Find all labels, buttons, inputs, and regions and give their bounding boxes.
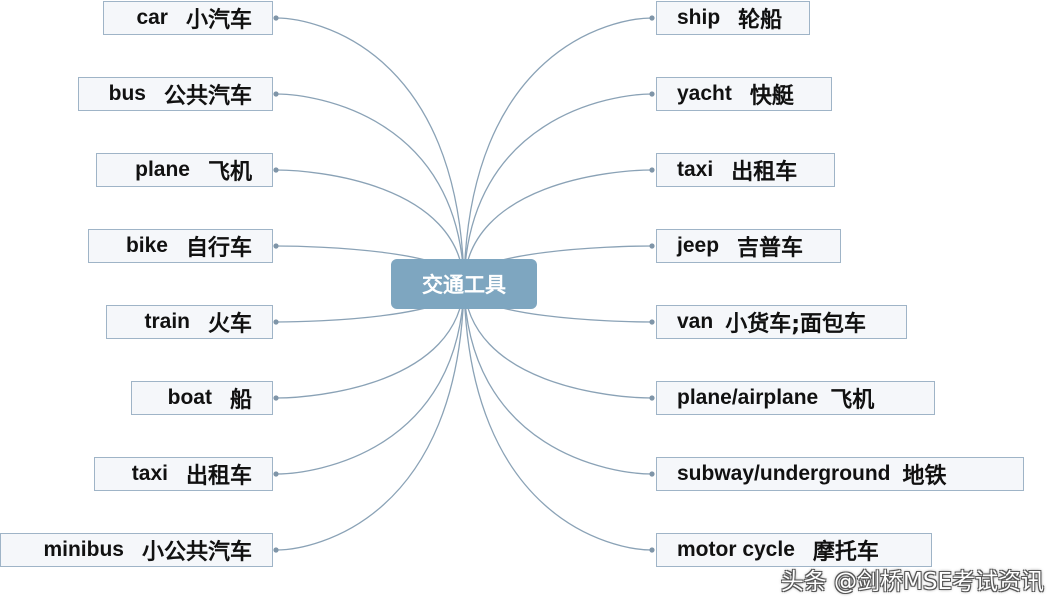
- connector-dot-left-4: [273, 319, 279, 325]
- node-english: ship: [677, 6, 721, 29]
- node-english: subway/underground: [677, 462, 891, 485]
- connector-dot-left-5: [273, 395, 279, 401]
- connector-dot-right-5: [649, 395, 655, 401]
- connector-left-6: [275, 283, 465, 475]
- node-english: minibus: [43, 538, 124, 561]
- node-english: bike: [125, 234, 168, 257]
- node-left-bus[interactable]: bus 公共汽车: [78, 77, 273, 111]
- node-english: jeep: [677, 234, 720, 257]
- node-chinese: 地铁: [902, 464, 947, 489]
- watermark: 头条 @剑桥MSE考试资讯: [780, 569, 1044, 595]
- connector-right-2: [463, 169, 653, 285]
- node-english: car: [136, 6, 168, 29]
- node-left-plane[interactable]: plane 飞机: [96, 153, 273, 187]
- connector-right-5: [463, 283, 653, 399]
- node-right-subway[interactable]: subway/underground 地铁: [656, 457, 1024, 491]
- connector-right-0: [463, 17, 653, 285]
- node-right-ship[interactable]: ship 轮船: [656, 1, 810, 35]
- connector-right-1: [463, 93, 653, 285]
- connector-dot-right-3: [649, 243, 655, 249]
- node-english: motor cycle: [677, 538, 795, 561]
- connector-dot-right-0: [649, 15, 655, 21]
- node-right-taxi[interactable]: taxi 出租车: [656, 153, 835, 187]
- connector-dot-right-4: [649, 319, 655, 325]
- node-chinese: 小货车;面包车: [725, 312, 866, 337]
- connector-dot-left-6: [273, 471, 279, 477]
- connector-right-7: [463, 283, 653, 551]
- node-english: train: [144, 310, 190, 333]
- connector-dot-right-6: [649, 471, 655, 477]
- node-chinese: 快艇: [749, 84, 794, 109]
- connector-dot-right-2: [649, 167, 655, 173]
- node-chinese: 飞机: [830, 388, 875, 413]
- connector-dot-right-1: [649, 91, 655, 97]
- connector-dot-left-2: [273, 167, 279, 173]
- node-left-bike[interactable]: bike 自行车: [88, 229, 273, 263]
- node-right-van[interactable]: van 小货车;面包车: [656, 305, 907, 339]
- node-left-car[interactable]: car 小汽车: [103, 1, 273, 35]
- connector-left-0: [275, 17, 465, 285]
- connector-left-7: [275, 283, 465, 551]
- connector-right-6: [463, 283, 653, 475]
- node-english: plane/airplane: [677, 386, 819, 409]
- node-chinese: 小汽车: [185, 8, 252, 33]
- node-left-boat[interactable]: boat 船: [131, 381, 273, 415]
- node-chinese: 船: [229, 388, 252, 413]
- node-english: van: [677, 310, 714, 333]
- central-topic-label: 交通工具: [422, 273, 506, 297]
- node-english: plane: [135, 158, 190, 181]
- node-left-minibus[interactable]: minibus 小公共汽车: [0, 533, 273, 567]
- node-chinese: 出租车: [185, 464, 252, 489]
- node-chinese: 飞机: [207, 160, 252, 185]
- node-chinese: 轮船: [738, 8, 783, 33]
- node-left-train[interactable]: train 火车: [106, 305, 273, 339]
- node-english: boat: [167, 386, 212, 409]
- node-english: bus: [108, 82, 146, 105]
- node-right-yacht[interactable]: yacht 快艇: [656, 77, 832, 111]
- node-right-jeep[interactable]: jeep 吉普车: [656, 229, 841, 263]
- node-right-airplane[interactable]: plane/airplane 飞机: [656, 381, 935, 415]
- central-topic[interactable]: 交通工具: [391, 259, 537, 309]
- node-english: yacht: [677, 82, 732, 105]
- connector-dot-left-3: [273, 243, 279, 249]
- node-chinese: 火车: [207, 312, 252, 337]
- connector-dot-left-7: [273, 547, 279, 553]
- node-chinese: 摩托车: [812, 540, 879, 565]
- node-right-motorcycle[interactable]: motor cycle 摩托车: [656, 533, 932, 567]
- node-english: taxi: [131, 462, 168, 485]
- connector-left-5: [275, 283, 465, 399]
- node-chinese: 吉普车: [737, 236, 804, 261]
- connector-dot-left-1: [273, 91, 279, 97]
- connector-dot-left-0: [273, 15, 279, 21]
- connector-left-2: [275, 169, 465, 285]
- node-chinese: 公共汽车: [163, 84, 252, 109]
- connector-dot-right-7: [649, 547, 655, 553]
- connector-left-1: [275, 93, 465, 285]
- node-english: taxi: [677, 158, 714, 181]
- node-chinese: 出租车: [731, 160, 798, 185]
- node-chinese: 自行车: [185, 236, 252, 261]
- node-chinese: 小公共汽车: [141, 540, 252, 565]
- node-left-taxi[interactable]: taxi 出租车: [94, 457, 273, 491]
